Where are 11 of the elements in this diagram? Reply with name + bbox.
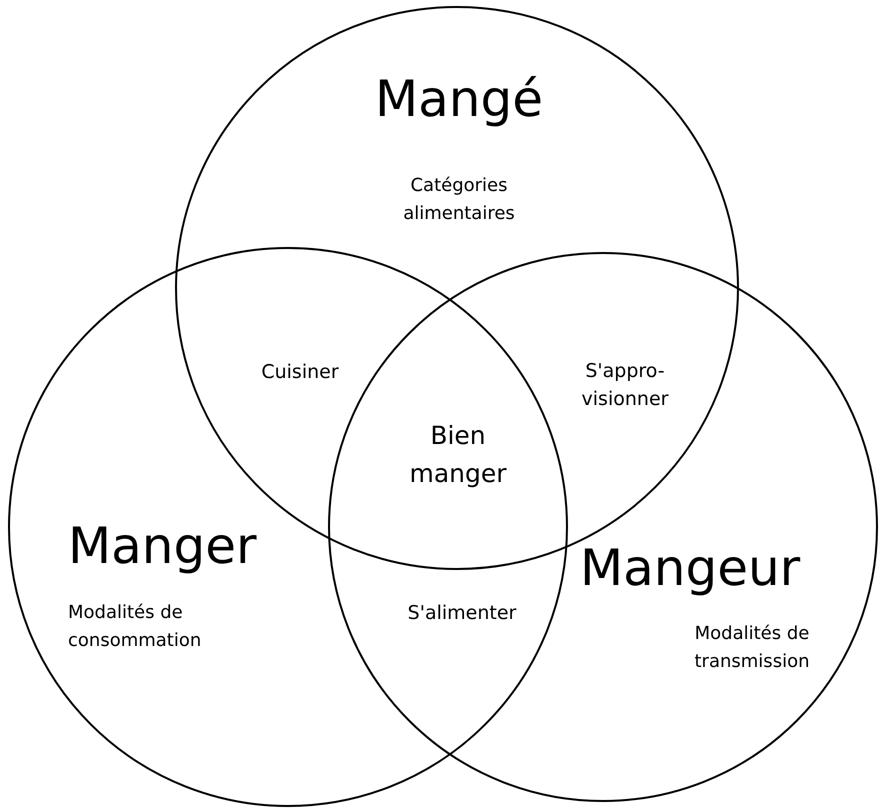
intersection-label: S'alimenter: [406, 601, 518, 626]
circle-heading: Mangeur: [580, 539, 802, 597]
venn-circle: [8, 247, 568, 807]
circle-description: Modalités de transmission: [694, 622, 810, 674]
intersection-label: S'appro-visionner: [580, 359, 670, 412]
circle-heading: Manger: [68, 517, 258, 575]
intersection-label: Bien manger: [408, 420, 508, 490]
circle-heading: Mangé: [374, 70, 544, 128]
intersection-label: Cuisiner: [260, 360, 340, 385]
circle-description: Modalités de consommation: [68, 601, 202, 653]
circle-description: Catégories alimentaires: [402, 174, 516, 226]
